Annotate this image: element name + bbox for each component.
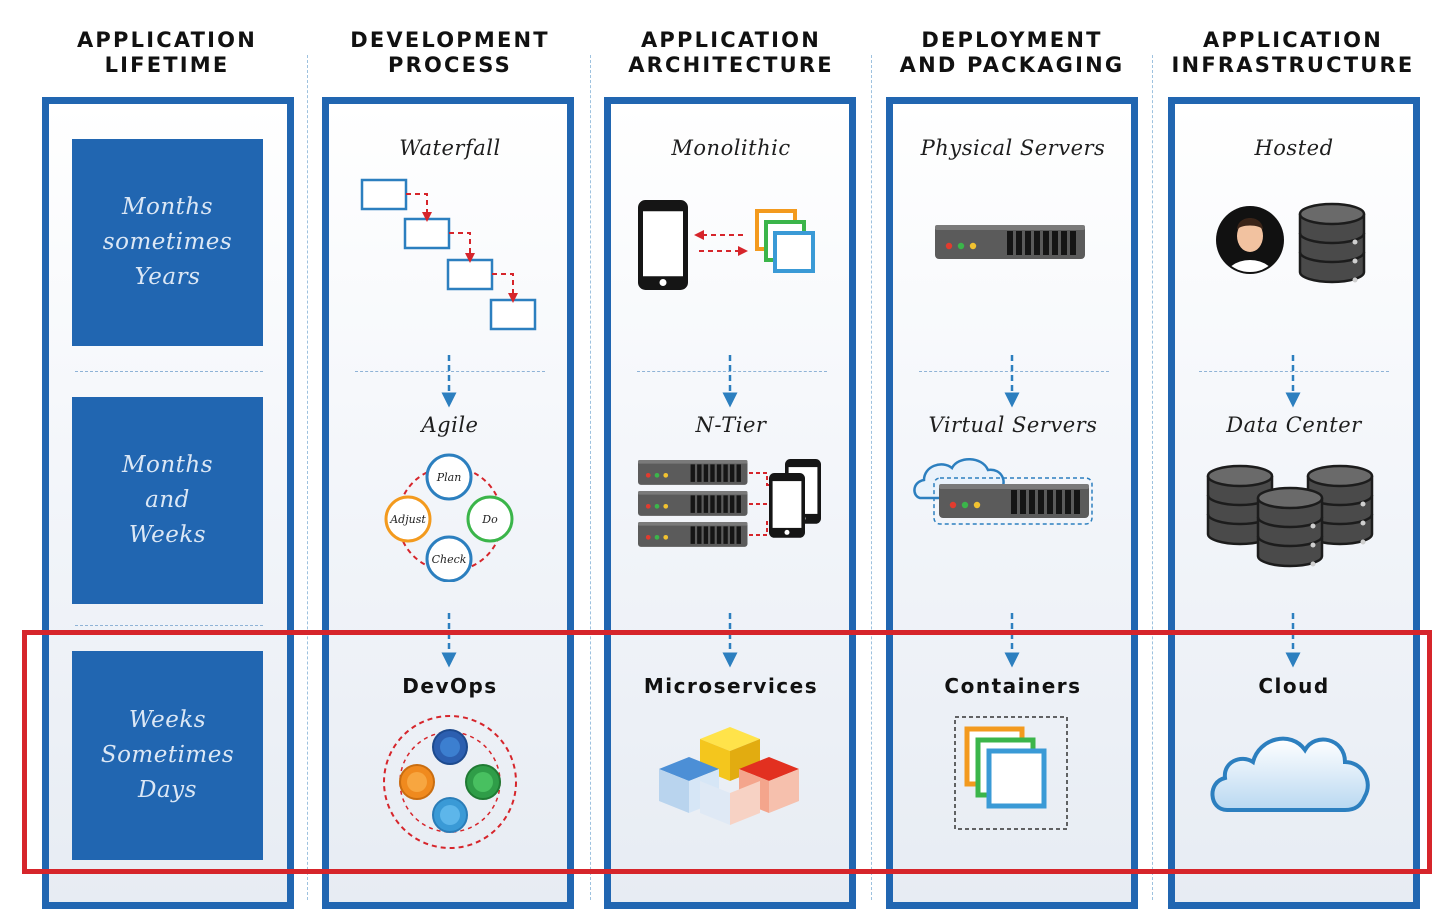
server-stack-to-phones-icon bbox=[638, 459, 821, 547]
row-divider bbox=[637, 371, 827, 372]
column-divider bbox=[590, 55, 591, 900]
stage-label-waterfall: Waterfall bbox=[399, 136, 501, 160]
column-divider bbox=[871, 55, 872, 900]
row-divider bbox=[75, 625, 263, 626]
lifetime-box-years: Months sometimes Years bbox=[72, 139, 263, 346]
lifetime-box-days: Weeks Sometimes Days bbox=[72, 651, 263, 860]
row-divider bbox=[355, 371, 545, 372]
stage-label-virtual-servers: Virtual Servers bbox=[928, 413, 1098, 437]
row-divider bbox=[919, 371, 1109, 372]
lifetime-box-weeks: Months and Weeks bbox=[72, 397, 263, 604]
agile-cycle-icon: Plan Do Check Adjust bbox=[384, 453, 514, 582]
column-header-application-architecture: APPLICATION ARCHITECTURE bbox=[628, 28, 834, 77]
stage-label-physical-servers: Physical Servers bbox=[920, 136, 1106, 160]
stage-label-microservices: Microservices bbox=[643, 674, 819, 698]
stage-label-n-tier: N-Tier bbox=[695, 413, 767, 437]
column-header-application-infrastructure: APPLICATION INFRASTRUCTURE bbox=[1171, 28, 1415, 77]
agile-check-label: Check bbox=[432, 553, 467, 566]
container-stack-icon bbox=[954, 716, 1068, 830]
person-and-database-icon bbox=[1216, 202, 1366, 284]
column-header-application-lifetime: APPLICATION LIFETIME bbox=[76, 28, 258, 77]
stage-label-containers: Containers bbox=[944, 674, 1082, 698]
column-header-development-process: DEVELOPMENT PROCESS bbox=[350, 28, 550, 77]
cloud-icon bbox=[1210, 736, 1370, 812]
cubes-icon bbox=[659, 727, 799, 825]
stage-label-hosted: Hosted bbox=[1254, 136, 1334, 160]
column-header-deployment-packaging: DEPLOYMENT AND PACKAGING bbox=[899, 28, 1125, 77]
agile-plan-label: Plan bbox=[436, 471, 462, 484]
row-divider bbox=[75, 371, 263, 372]
column-divider bbox=[1152, 55, 1153, 900]
modern-row-highlight bbox=[22, 630, 1432, 874]
devops-cycle-icon bbox=[383, 715, 517, 849]
waterfall-steps-icon bbox=[360, 178, 537, 331]
stage-label-data-center: Data Center bbox=[1226, 413, 1362, 437]
row-divider bbox=[1199, 371, 1389, 372]
stage-label-devops: DevOps bbox=[402, 674, 498, 698]
stage-label-monolithic: Monolithic bbox=[671, 136, 791, 160]
stage-label-cloud: Cloud bbox=[1258, 674, 1330, 698]
agile-adjust-label: Adjust bbox=[389, 513, 426, 526]
column-divider bbox=[307, 55, 308, 900]
cloud-server-icon bbox=[913, 458, 1093, 525]
agile-do-label: Do bbox=[481, 513, 498, 526]
phone-to-monolith-icon bbox=[638, 200, 815, 290]
stage-label-agile: Agile bbox=[421, 413, 479, 437]
